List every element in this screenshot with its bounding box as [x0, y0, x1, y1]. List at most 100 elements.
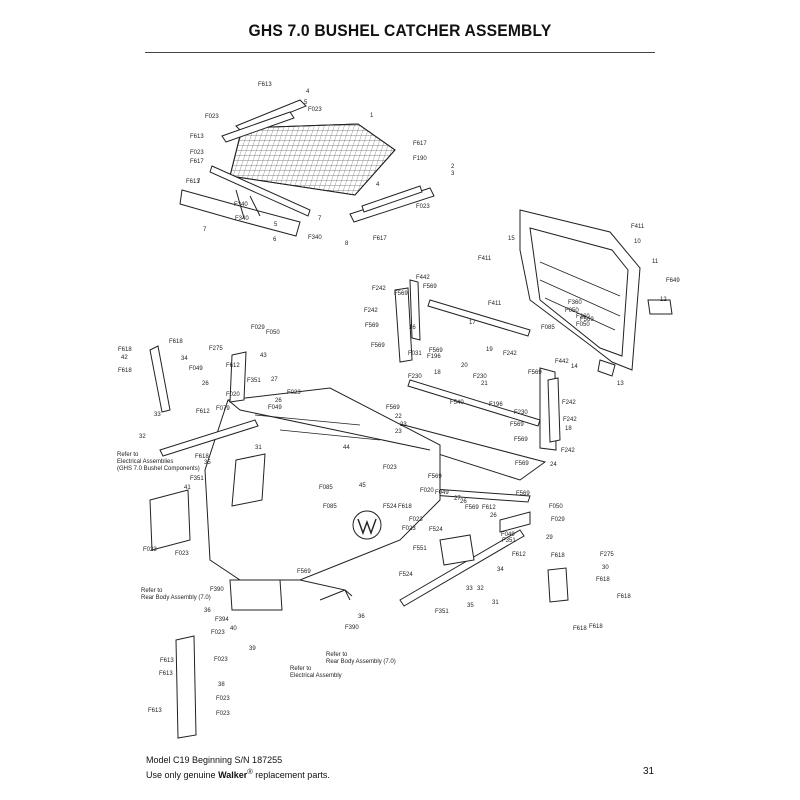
part-callout: F023: [143, 547, 157, 553]
part-callout: F390: [210, 587, 224, 593]
part-callout: 5: [304, 100, 308, 106]
part-callout: 27: [454, 496, 461, 502]
parts-line: Use only genuine Walker® replacement par…: [146, 767, 330, 780]
part-callout: F023: [216, 696, 230, 702]
part-callout: F020: [226, 392, 240, 398]
part-callout: 20: [461, 363, 468, 369]
part-callout: 36: [204, 608, 211, 614]
part-callout: F242: [364, 308, 378, 314]
part-callout: F617: [190, 159, 204, 165]
part-callout: F049: [189, 366, 203, 372]
part-callout: F230: [408, 374, 422, 380]
part-callout: F618: [617, 594, 631, 600]
part-callout: 11: [652, 259, 659, 265]
side-panel-upper: [519, 209, 673, 377]
part-callout: F230: [514, 410, 528, 416]
part-callout: F618: [596, 577, 610, 583]
part-callout: F351: [502, 538, 516, 544]
model-line: Model C19 Beginning S/N 187255: [146, 755, 283, 765]
part-callout: 26: [275, 398, 282, 404]
note-rear-body-1: Refer to Rear Body Assembly (7.0): [141, 588, 211, 601]
part-callout: F569: [365, 323, 379, 329]
part-callout: 45: [359, 483, 366, 489]
note-electrical-assembly: Refer to Electrical Assembly: [290, 666, 342, 679]
part-callout: F613: [148, 708, 162, 714]
part-callout: 33: [466, 586, 473, 592]
part-callout: F085: [319, 485, 333, 491]
part-callout: 13: [617, 381, 624, 387]
part-callout: F551: [413, 546, 427, 552]
part-callout: 35: [467, 603, 474, 609]
part-callout: F569: [428, 474, 442, 480]
part-callout: F540: [450, 400, 464, 406]
part-callout: F023: [402, 526, 416, 532]
part-callout: F049: [501, 532, 515, 538]
part-callout: 18: [434, 370, 441, 376]
part-callout: F049: [435, 490, 449, 496]
part-callout: F569: [580, 317, 594, 323]
footer: Model C19 Beginning S/N 187255 Use only …: [146, 755, 330, 781]
part-callout: F569: [297, 569, 311, 575]
part-callout: F050: [576, 322, 590, 328]
part-callout: F569: [386, 405, 400, 411]
part-callout: 7: [203, 227, 207, 233]
part-callout: F613: [159, 671, 173, 677]
page-title: GHS 7.0 BUSHEL CATCHER ASSEMBLY: [248, 21, 552, 40]
part-callout: 34: [181, 356, 188, 362]
screen-assembly: [179, 99, 435, 237]
part-callout: F618: [551, 553, 565, 559]
part-callout: F023: [190, 150, 204, 156]
part-callout: F649: [666, 278, 680, 284]
part-callout: 10: [634, 239, 641, 245]
part-callout: 43: [260, 353, 267, 359]
part-callout: 40: [230, 626, 237, 632]
part-callout: F242: [503, 351, 517, 357]
part-callout: F617: [373, 236, 387, 242]
part-callout: 22: [395, 414, 402, 420]
part-callout: F569: [429, 348, 443, 354]
part-callout: F524: [399, 572, 413, 578]
part-callout: F275: [209, 346, 223, 352]
part-callout: F023: [214, 657, 228, 663]
part-callout: F023: [416, 204, 430, 210]
part-callout: 39: [249, 646, 256, 652]
part-callout: F050: [549, 504, 563, 510]
part-callout: 7: [318, 216, 322, 222]
part-callout: F351: [190, 476, 204, 482]
part-callout: F023: [308, 107, 322, 113]
note-rear-body-2: Refer to Rear Body Assembly (7.0): [326, 652, 396, 665]
part-callout: 32: [139, 434, 146, 440]
frame-rails: [394, 279, 561, 503]
part-callout: 5: [274, 222, 278, 228]
part-callout: F242: [563, 417, 577, 423]
part-callout: F242: [562, 400, 576, 406]
part-callout: 19: [486, 347, 493, 353]
part-callout: 21: [481, 381, 488, 387]
part-callout: 41: [184, 485, 191, 491]
part-callout: 35: [204, 460, 211, 466]
part-callout: F411: [631, 224, 645, 230]
part-callout: F023: [175, 551, 189, 557]
part-callout: F613: [258, 82, 272, 88]
part-callout: 34: [497, 567, 504, 573]
part-callout: 14: [571, 364, 578, 370]
part-callout: F023: [216, 711, 230, 717]
part-callout: 23: [395, 429, 402, 435]
part-callout: F023: [383, 465, 397, 471]
part-callout: 38: [218, 682, 225, 688]
part-callout: 7: [197, 179, 201, 185]
part-callout: F613: [190, 134, 204, 140]
part-callout: F569: [423, 284, 437, 290]
linkage-arms: [149, 345, 569, 739]
part-callout: F618: [398, 504, 412, 510]
part-callout: F029: [251, 325, 265, 331]
part-callout: F196: [427, 354, 441, 360]
catcher-body: [204, 387, 441, 611]
part-callout: F230: [473, 374, 487, 380]
part-callout: F390: [345, 625, 359, 631]
part-callout: F613: [186, 179, 200, 185]
part-callout: 36: [358, 614, 365, 620]
part-callout: F049: [268, 405, 282, 411]
